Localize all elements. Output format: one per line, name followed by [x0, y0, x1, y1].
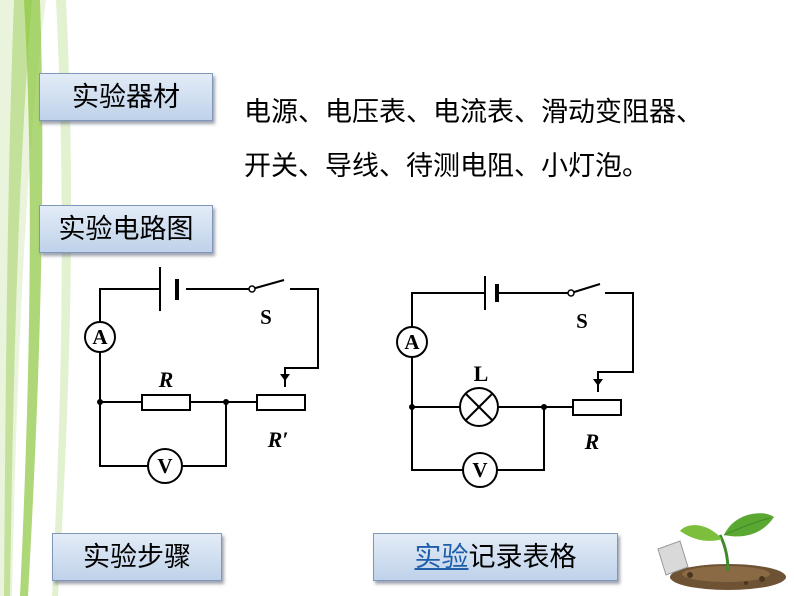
materials-label: 实验器材 — [39, 73, 213, 121]
record-table-button[interactable]: 实验记录表格 — [373, 533, 618, 581]
left-resistor — [141, 394, 191, 411]
right-rheostat-arrow — [593, 379, 603, 386]
right-ammeter-label: A — [404, 330, 420, 354]
right-lamp-label: L — [474, 361, 489, 386]
experiment-steps-button[interactable]: 实验步骤 — [52, 533, 222, 581]
right-switch-contact — [567, 289, 575, 297]
left-switch-label: S — [260, 305, 272, 329]
circuit-diagram-label: 实验电路图 — [39, 205, 213, 253]
circuit-left: A V R R′ S — [84, 267, 319, 484]
sprout-icon — [657, 513, 786, 590]
circuit-right: A V L R S — [396, 276, 634, 488]
materials-label-text: 实验器材 — [72, 81, 180, 113]
left-rheostat-label: R′ — [267, 427, 289, 452]
right-switch-blade — [570, 283, 601, 294]
materials-line-1: 电源、电压表、电流表、滑动变阻器、 — [244, 97, 703, 128]
left-ammeter — [84, 321, 116, 353]
right-rheostat-label: R — [584, 429, 600, 454]
right-voltmeter — [462, 452, 498, 488]
experiment-steps-label: 实验步骤 — [83, 541, 191, 573]
right-ammeter — [396, 326, 428, 358]
record-table-label: 记录表格 — [468, 541, 577, 573]
decorative-swoosh — [0, 0, 72, 596]
lamp-icon — [459, 387, 499, 427]
right-voltmeter-label: V — [472, 458, 487, 482]
record-table-link[interactable]: 实验 — [414, 541, 469, 573]
left-junction-1 — [97, 399, 103, 405]
left-switch-contact — [248, 285, 256, 293]
left-voltmeter-label: V — [157, 454, 172, 478]
left-ammeter-label: A — [92, 325, 108, 349]
left-resistor-label: R — [158, 367, 174, 392]
right-junction-2 — [541, 404, 547, 410]
left-switch-blade — [251, 279, 285, 290]
left-rheostat-arrow — [280, 374, 290, 381]
right-switch-label: S — [576, 309, 588, 333]
circuit-diagram-label-text: 实验电路图 — [58, 213, 194, 245]
left-voltmeter — [147, 448, 183, 484]
right-rheostat — [572, 399, 622, 416]
materials-line-2: 开关、导线、待测电阻、小灯泡。 — [244, 151, 649, 182]
left-rheostat — [256, 394, 306, 411]
left-junction-2 — [223, 399, 229, 405]
materials-text: 电源、电压表、电流表、滑动变阻器、 开关、导线、待测电阻、小灯泡。 — [244, 86, 774, 194]
right-junction-1 — [409, 404, 415, 410]
